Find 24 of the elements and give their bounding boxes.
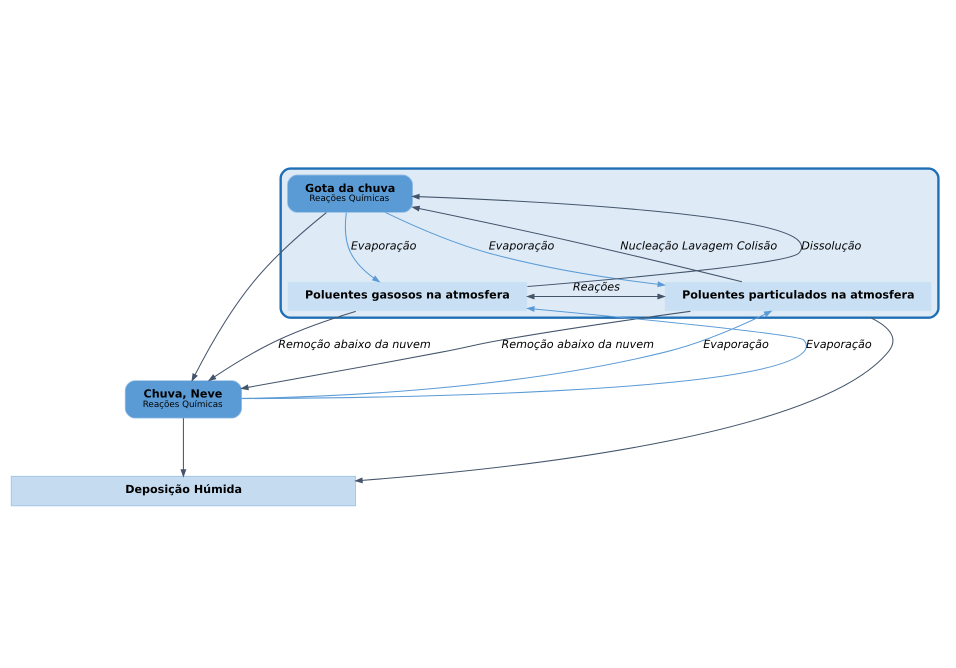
- arrow: [385, 212, 666, 288]
- edge-label: Evaporação: [703, 338, 769, 352]
- node-box: Poluentes gasosos na atmosfera: [287, 281, 528, 312]
- arrow: [180, 418, 186, 478]
- arrow: [354, 317, 894, 484]
- arrow: [208, 310, 356, 382]
- arrow: [526, 294, 666, 300]
- edge-label: Remoção abaixo da nuvem: [278, 338, 431, 352]
- edge-label: Reações: [572, 280, 620, 294]
- arrow: [240, 310, 691, 390]
- arrow: [411, 206, 742, 282]
- edge-label: Evaporação: [350, 239, 416, 252]
- edge-label: Nucleação Lavagem Colisão: [620, 239, 778, 252]
- node-box: Gota da chuva Reações Químicas: [287, 174, 414, 213]
- node-box: Poluentes particulados na atmosfera: [664, 281, 932, 312]
- arrow: [411, 194, 802, 288]
- edge-label: Remoção abaixo da nuvem: [502, 338, 654, 352]
- node-box: Deposição Húmida: [10, 476, 356, 506]
- node-box: Chuva, Neve Reações Químicas: [124, 380, 242, 418]
- arrow: [344, 212, 380, 283]
- edge-label: Dissolução: [801, 239, 862, 252]
- arrow: [191, 212, 327, 382]
- edge-label: Evaporação: [488, 239, 554, 252]
- edge-label: Evaporação: [806, 338, 872, 352]
